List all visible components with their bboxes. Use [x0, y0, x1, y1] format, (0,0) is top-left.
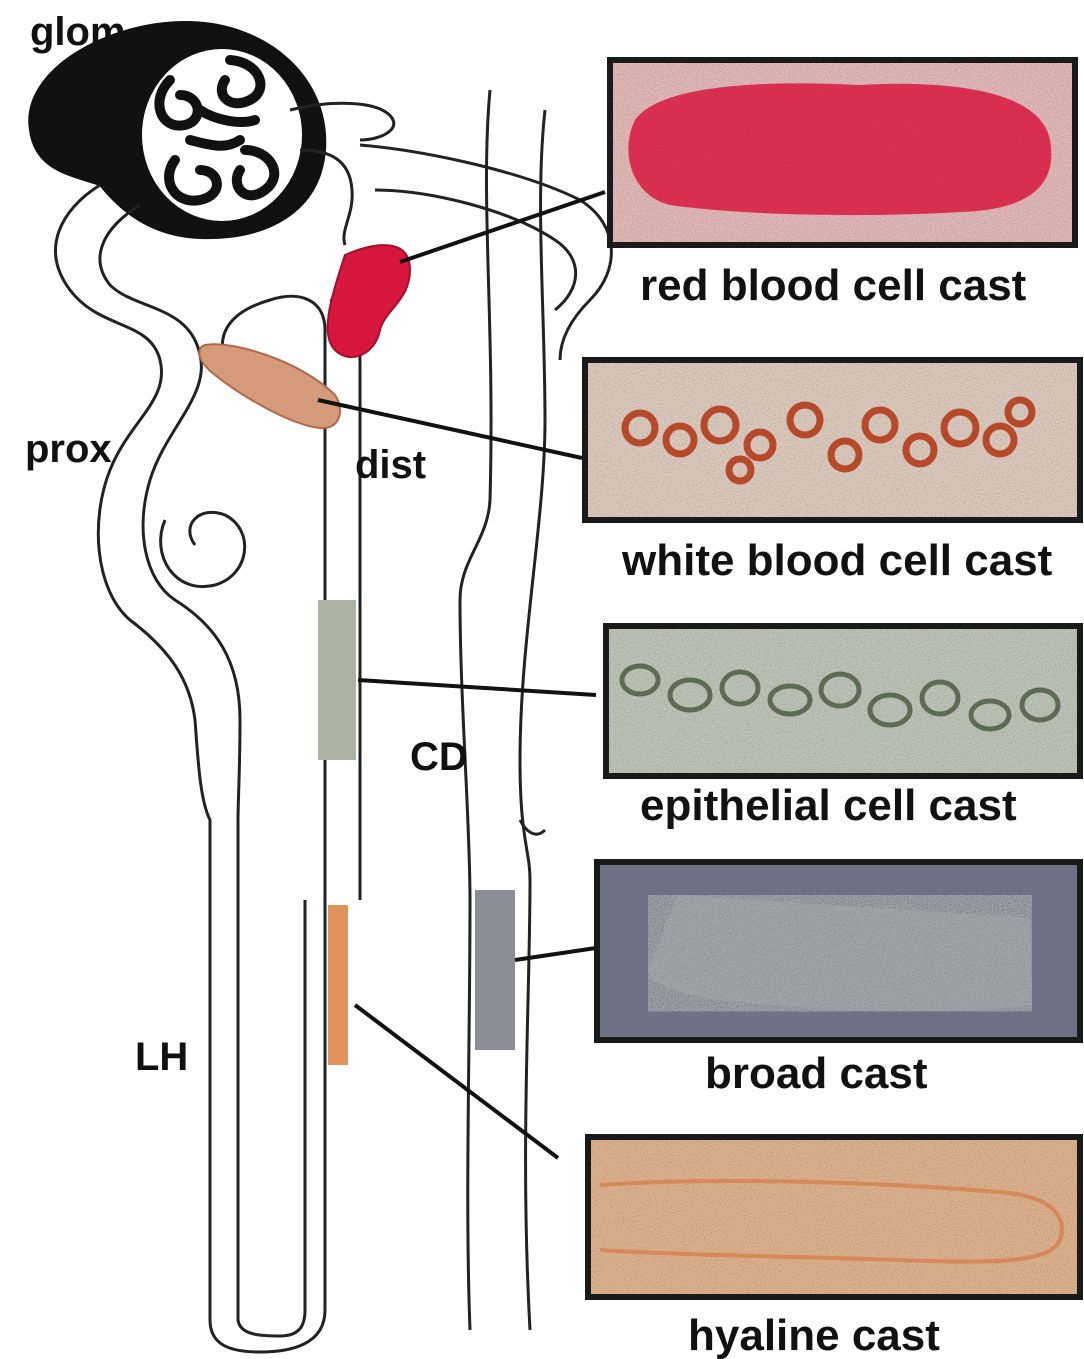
caption-epithelial: epithelial cell cast [640, 781, 1017, 830]
pointer-epithelial [358, 680, 596, 695]
pointer-rbc [400, 192, 605, 262]
proximal-coil [161, 512, 245, 586]
epithelial-cast-segment [318, 600, 356, 760]
panel-image-wbc [585, 360, 1080, 520]
cast-body-rbc [628, 83, 1051, 215]
caption-hyaline: hyaline cast [688, 1311, 940, 1359]
proximal-tubule-outer [56, 185, 325, 1352]
label-dist: dist [355, 443, 426, 487]
pointer-broad [515, 948, 596, 960]
cast-panel-broad: broad cast [597, 862, 1080, 1098]
label-lh: LH [135, 1035, 188, 1079]
cast-panel-rbc: red blood cell cast [610, 60, 1075, 310]
panel-image-epithelial [606, 626, 1080, 776]
rbc-cast-blob [328, 245, 410, 357]
wbc-cast-segment [199, 344, 340, 428]
cast-panel-hyaline: hyaline cast [588, 1137, 1080, 1359]
label-glom: glom [30, 10, 126, 54]
cast-panel-epithelial: epithelial cell cast [606, 626, 1080, 830]
collecting-duct-left [460, 90, 491, 1330]
hyaline-cast-segment [328, 905, 348, 1065]
broad-cast-segment [475, 890, 515, 1050]
label-prox: prox [25, 427, 112, 471]
nephron-drawing [29, 22, 611, 1352]
label-cd: CD [410, 735, 468, 779]
caption-broad: broad cast [705, 1049, 928, 1098]
caption-wbc: white blood cell cast [621, 536, 1053, 585]
cast-panel-wbc: white blood cell cast [585, 360, 1080, 585]
panel-image-hyaline [588, 1137, 1080, 1297]
caption-rbc: red blood cell cast [640, 261, 1027, 310]
glomerulus-tuft [140, 47, 304, 223]
